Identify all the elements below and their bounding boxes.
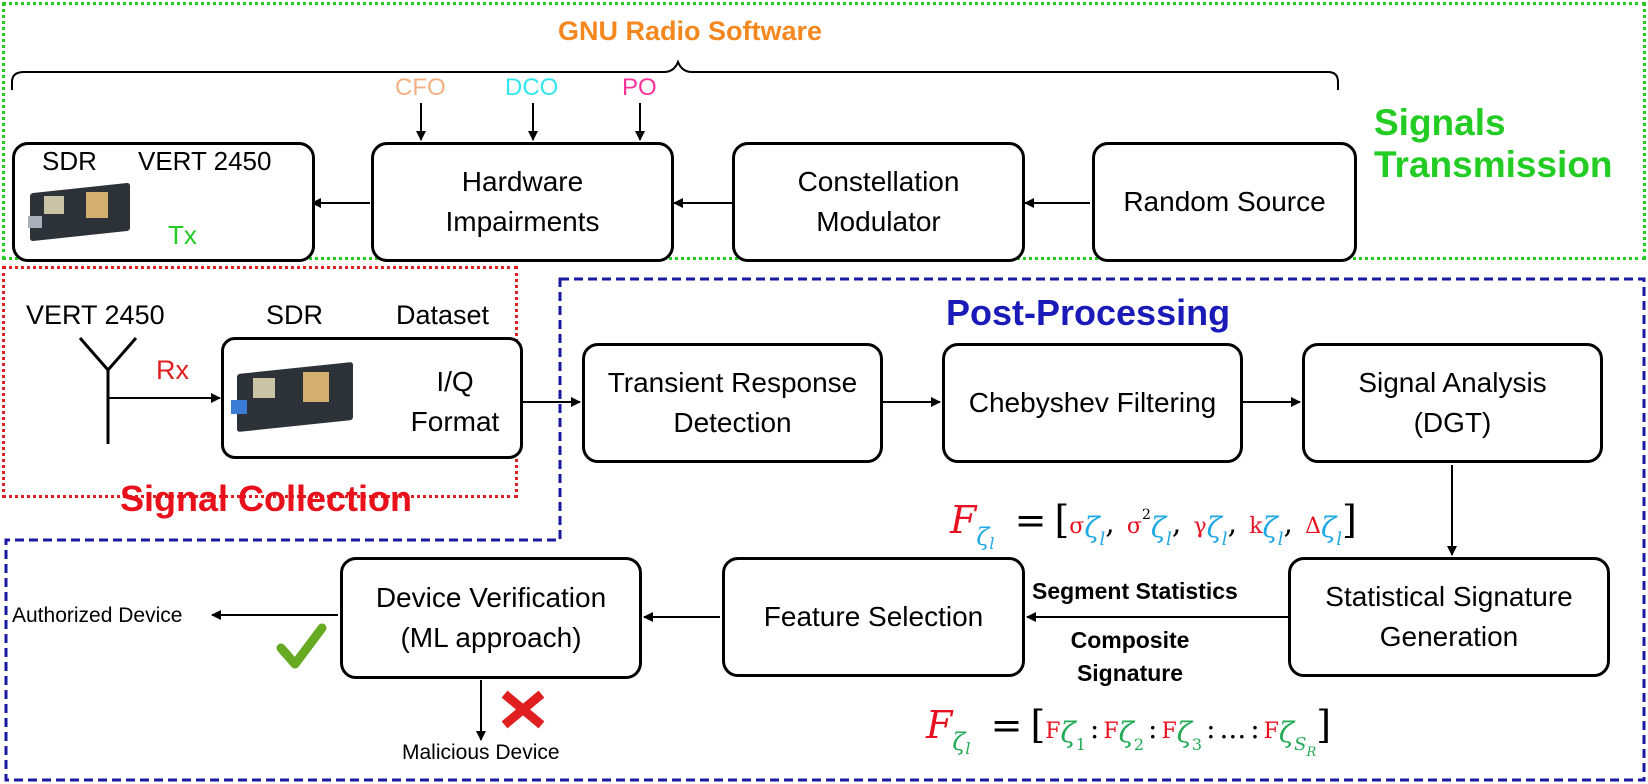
cfo-label: CFO — [395, 74, 446, 101]
segment-statistics-formula: Fζl =[σζl, σ2ζl, γζl, kζl, Δζl] — [950, 498, 1357, 553]
feature-selection-box: Feature Selection — [722, 557, 1025, 677]
composite-signature-formula: Fζl =[Fζ1:Fζ2:Fζ3:...:FζSR] — [926, 703, 1332, 760]
hardware-impairments-box: Hardware Impairments — [371, 142, 674, 262]
gnu-radio-title: GNU Radio Software — [558, 16, 823, 46]
cross-icon — [501, 690, 545, 729]
gnu-radio-brace — [11, 59, 1339, 90]
transient-response-detection-box: Transient Response Detection — [582, 343, 883, 463]
post-processing-title: Post-Processing — [946, 292, 1231, 333]
constellation-modulator-box: Constellation Modulator — [732, 142, 1025, 262]
statistical-signature-generation-box: Statistical Signature Generation — [1288, 557, 1610, 677]
rx-antenna — [78, 337, 138, 444]
tx-label: Tx — [168, 220, 197, 250]
random-source-box: Random Source — [1092, 142, 1357, 262]
tx-sdr-board-image — [24, 178, 142, 250]
iq-format-label: I/Q Format — [410, 366, 500, 437]
dco-label: DCO — [505, 74, 559, 101]
segment-statistics-label: Segment Statistics — [1032, 578, 1238, 604]
signal-collection-title: Signal Collection — [120, 478, 413, 519]
check-icon — [276, 623, 327, 669]
authorized-device-label: Authorized Device — [12, 604, 183, 627]
rx-label: Rx — [156, 355, 189, 385]
tx-sdr-label: SDR — [42, 146, 97, 176]
malicious-device-label: Malicious Device — [402, 741, 560, 764]
rx-antenna-label: VERT 2450 — [26, 300, 165, 330]
signals-transmission-title: Signals Transmission — [1374, 102, 1613, 185]
rx-sdr-board-image — [231, 356, 361, 442]
chebyshev-filtering-box: Chebyshev Filtering — [942, 343, 1243, 463]
post-processing-border — [4, 277, 1646, 782]
device-verification-box: Device Verification (ML approach) — [340, 557, 642, 679]
rx-sdr-label: SDR — [266, 300, 324, 330]
po-label: PO — [622, 74, 657, 101]
tx-antenna-label: VERT 2450 — [138, 146, 272, 176]
dataset-label: Dataset — [396, 300, 490, 330]
composite-signature-label: Composite Signature — [1070, 627, 1190, 686]
signal-analysis-box: Signal Analysis (DGT) — [1302, 343, 1603, 463]
